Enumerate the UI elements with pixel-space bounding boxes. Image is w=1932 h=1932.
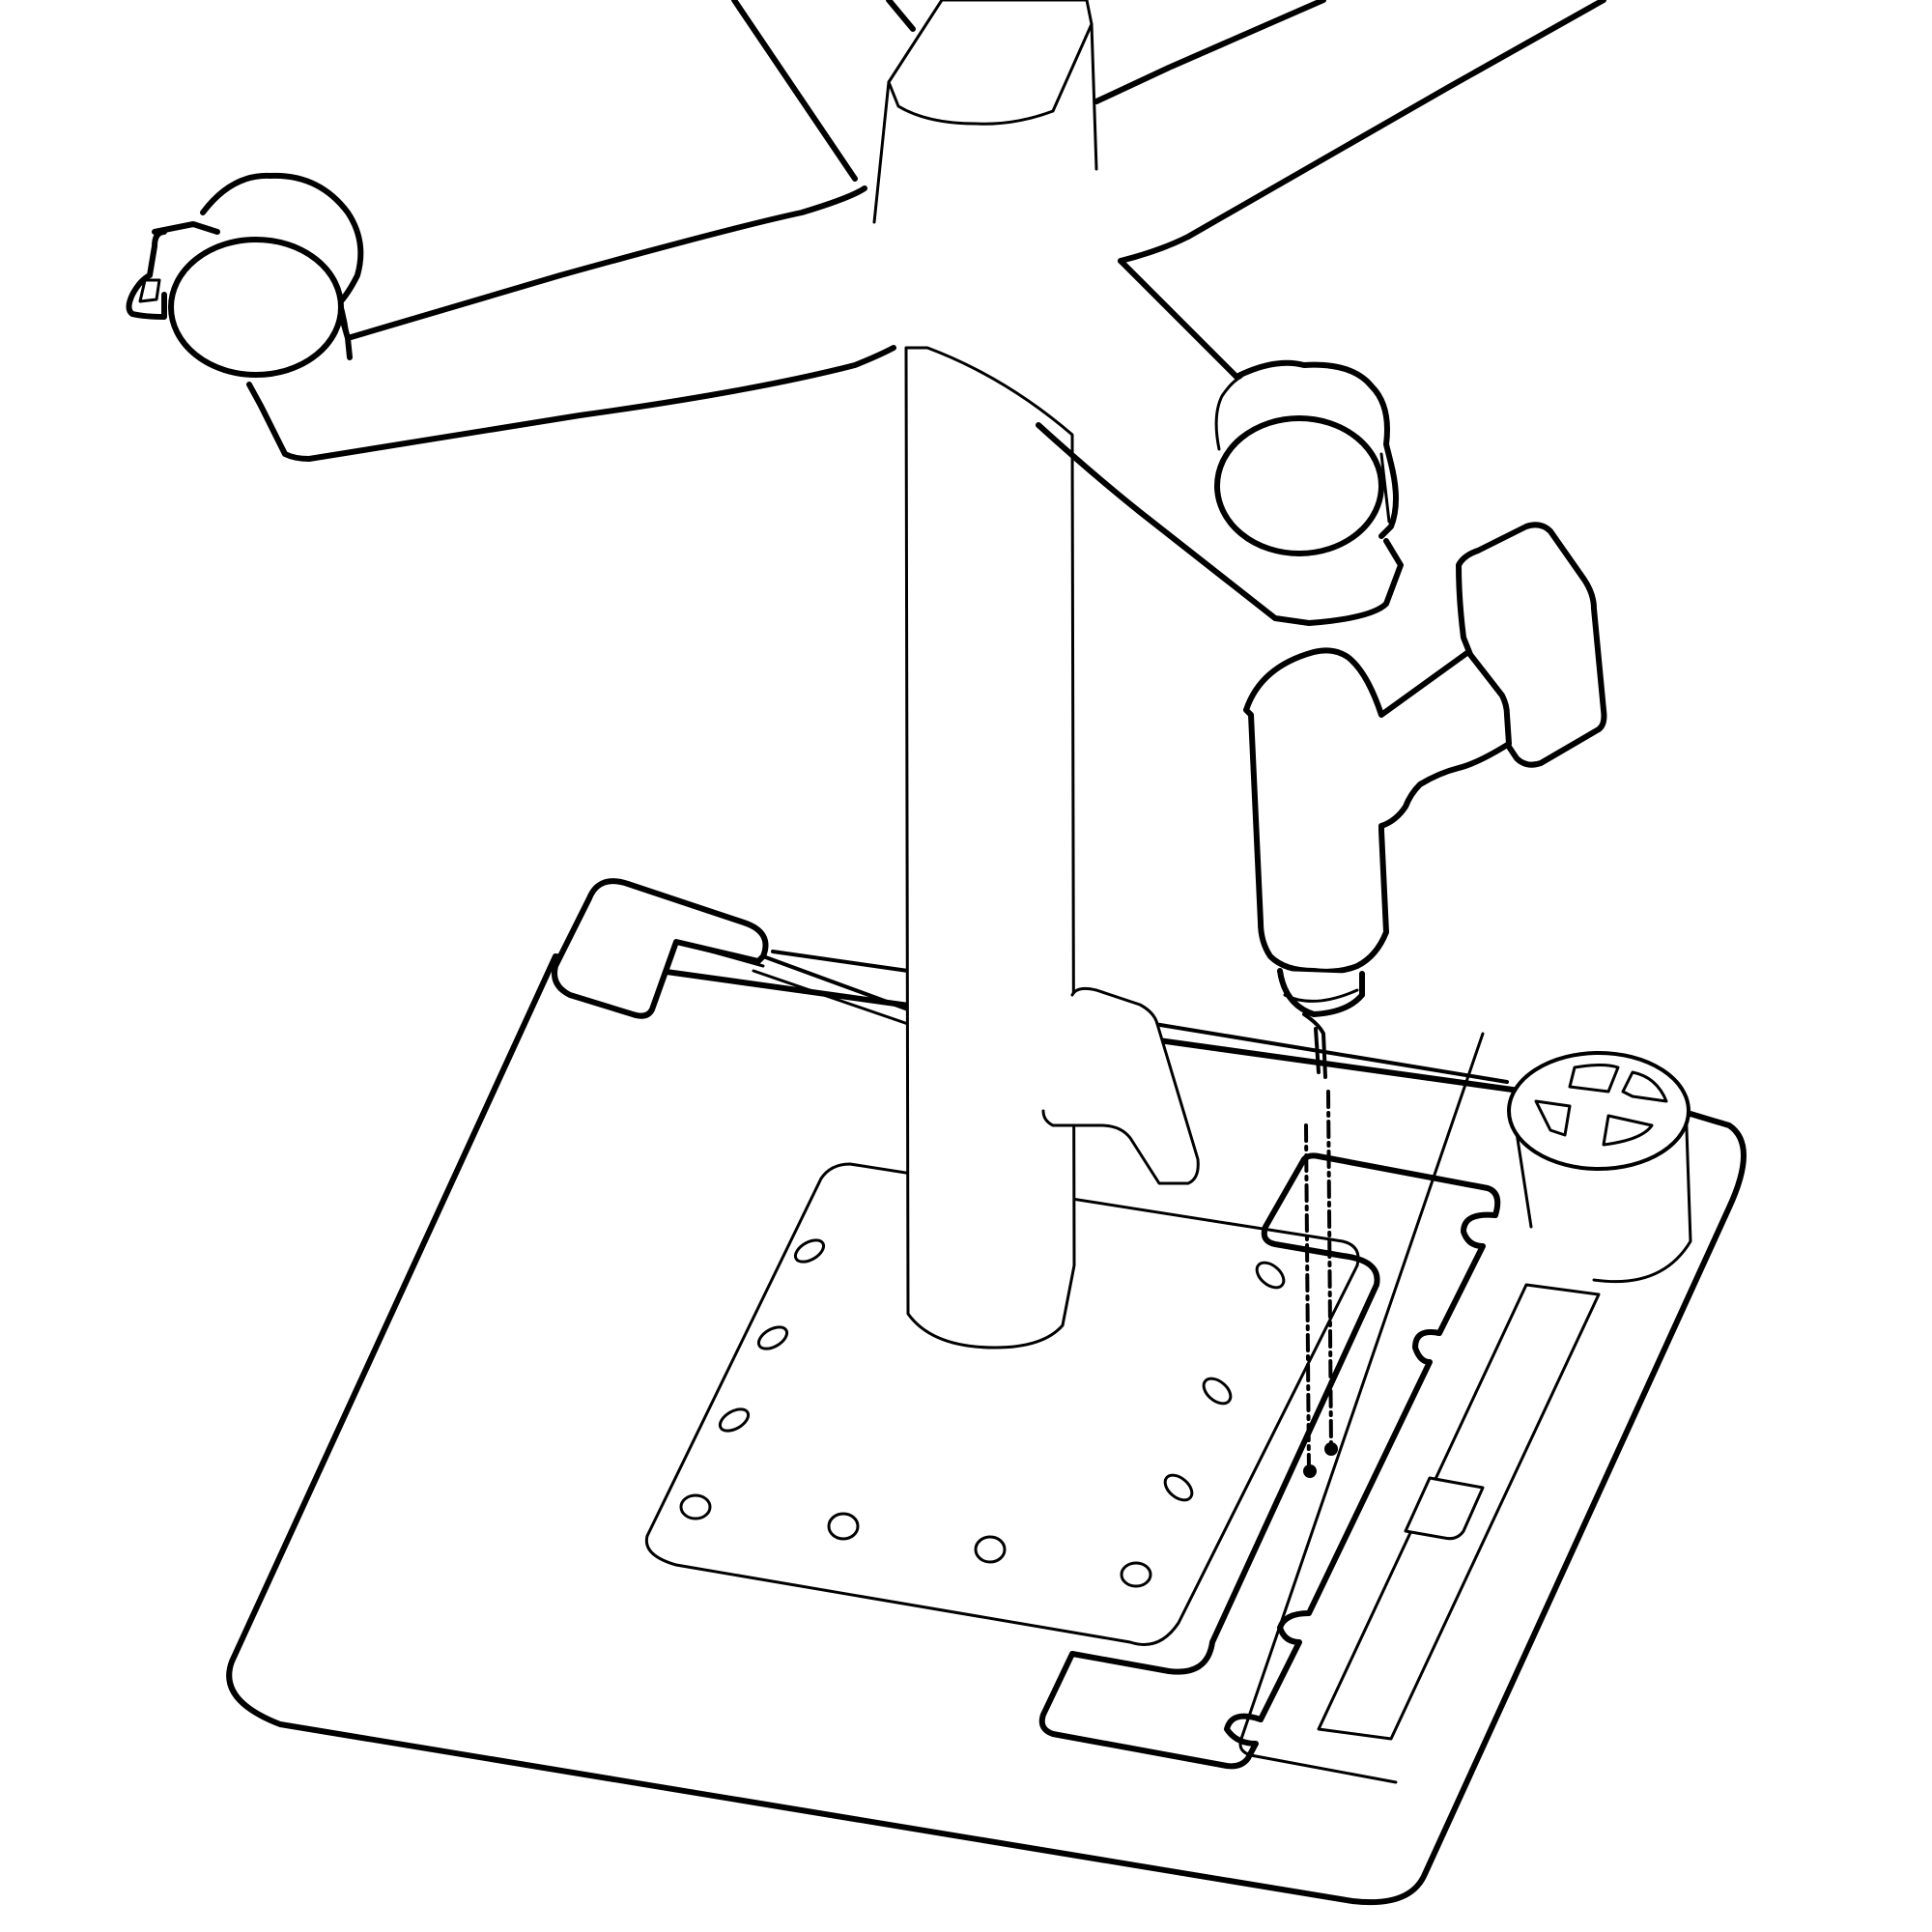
pedal-box (1238, 1032, 1601, 1784)
seat-plate (644, 1162, 1360, 1646)
caster-wheel-right (1214, 359, 1399, 556)
chair-base (246, 0, 1606, 626)
screw-guide-lines (1303, 1090, 1338, 1478)
center-column (904, 346, 1076, 1350)
seat-hook-right (1041, 986, 1200, 1185)
power-screwdriver (1243, 522, 1607, 1079)
rear-hook-left (552, 878, 910, 1026)
mounting-bracket (1038, 1152, 1501, 1770)
adjustment-knob (1507, 1051, 1692, 1284)
caster-wheel-left (126, 172, 364, 378)
